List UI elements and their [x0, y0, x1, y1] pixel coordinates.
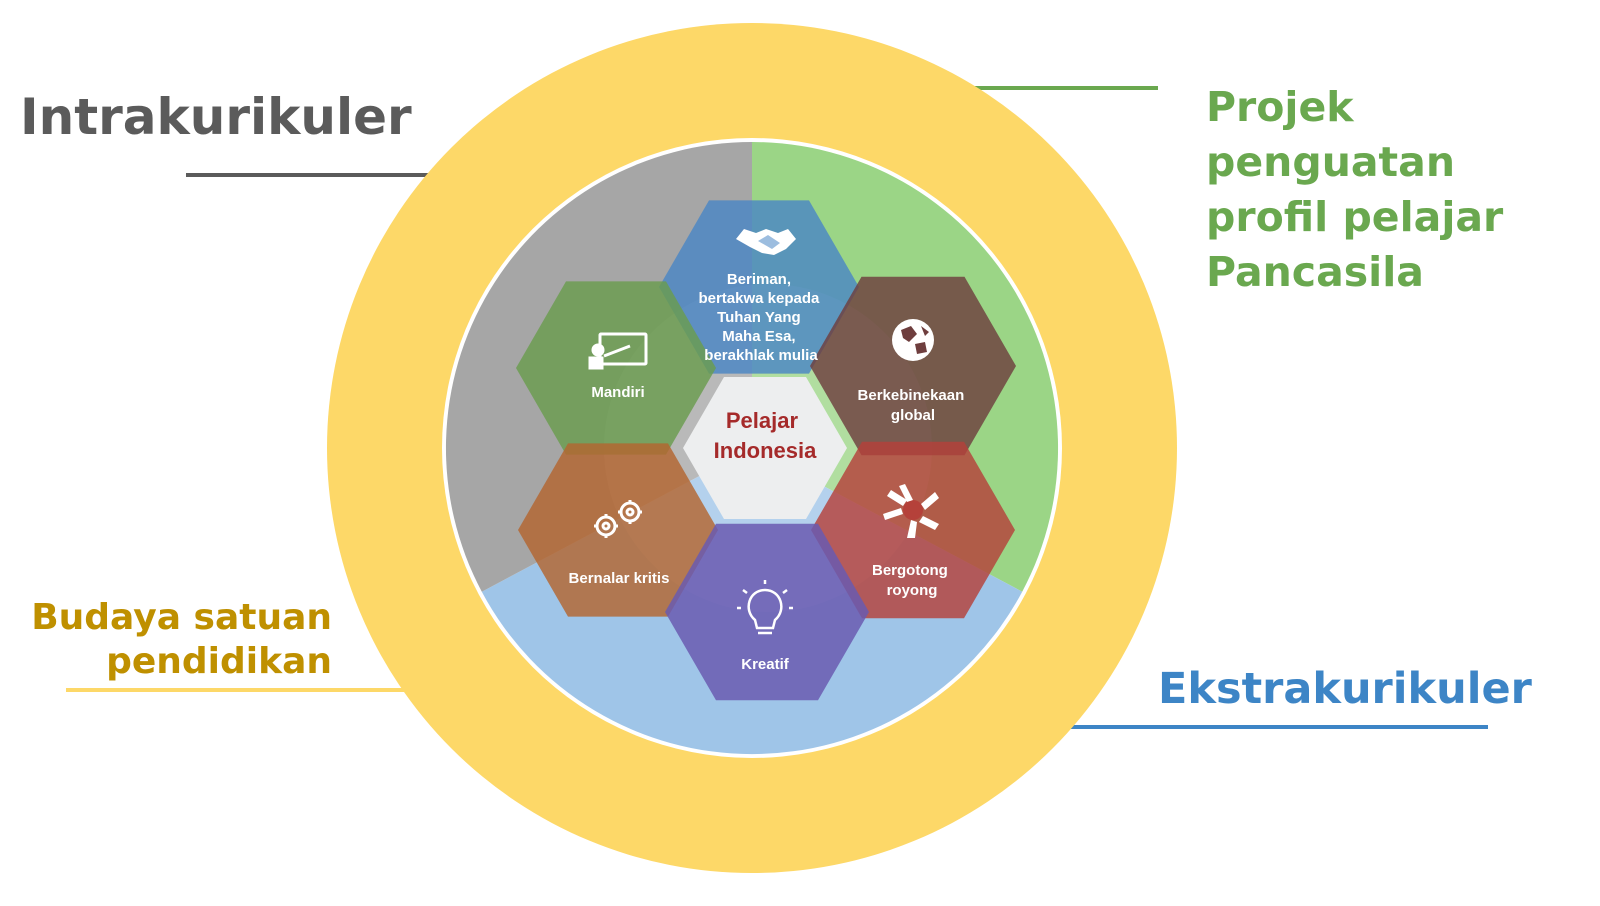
- center-label: Pelajar Indonesia: [714, 408, 817, 463]
- budaya-label-line: pendidikan: [106, 641, 332, 682]
- hex-label-kreatif: Kreatif: [741, 656, 790, 673]
- projek-label-line: Projek: [1206, 83, 1354, 131]
- budaya-label-line: Budaya satuan: [31, 597, 332, 638]
- handshake-icon: [736, 229, 796, 255]
- budaya-label: Budaya satuan pendidikan: [10, 596, 332, 684]
- gears-icon: [594, 500, 642, 538]
- hexagon-berkebinekaan-global: [810, 276, 1016, 456]
- projek-label-line: profil pelajar: [1206, 193, 1504, 241]
- joined-hands-icon: [883, 484, 939, 538]
- presentation-board-icon: [588, 332, 648, 370]
- hexagon-kreatif: [665, 523, 869, 701]
- center-hexagon: [683, 377, 847, 519]
- hex-label-berkebinekaan: Berkebinekaan global: [858, 387, 969, 424]
- ekstrakurikuler-label: Ekstrakurikuler: [1158, 664, 1532, 714]
- hex-label-mandiri: Mandiri: [591, 384, 644, 401]
- projek-label-line: penguatan: [1206, 138, 1456, 186]
- hexagon-bernalar-kritis: [518, 443, 718, 617]
- lightbulb-icon: [737, 580, 793, 635]
- hex-label-bernalar: Bernalar kritis: [569, 570, 670, 587]
- hex-label-beriman: Beriman, bertakwa kepada Tuhan Yang Maha…: [698, 271, 823, 364]
- globe-icon: [892, 319, 934, 361]
- projek-label: Projek penguatan profil pelajar Pancasil…: [1206, 80, 1503, 300]
- hexagon-beriman: [659, 200, 859, 374]
- intrakurikuler-label: Intrakurikuler: [20, 88, 412, 146]
- hexagon-mandiri: [516, 281, 716, 455]
- projek-label-line: Pancasila: [1206, 248, 1424, 296]
- hex-label-bergotong: Bergotong royong: [872, 562, 952, 599]
